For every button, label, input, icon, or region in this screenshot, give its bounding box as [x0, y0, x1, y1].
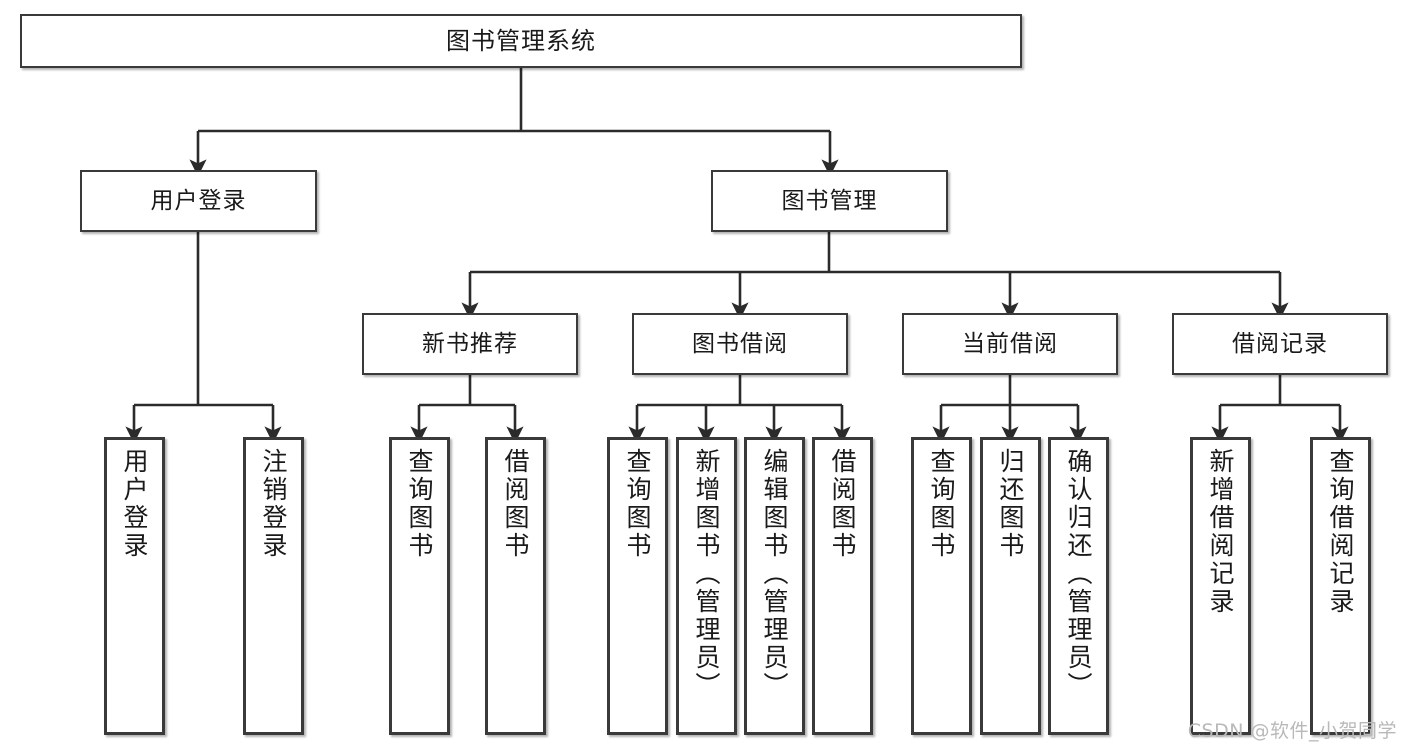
node-leaf-query-book-1-label: 查询图书 — [405, 448, 434, 560]
node-leaf-add-record-label: 新增借阅记录 — [1206, 448, 1235, 616]
node-leaf-user-logout-label: 注销登录 — [259, 448, 288, 560]
node-leaf-user-login[interactable]: 用户登录 — [104, 437, 165, 735]
node-new-book-recommend[interactable]: 新书推荐 — [362, 313, 578, 375]
node-book-manage-label: 图书管理 — [781, 187, 878, 214]
node-leaf-query-book-3[interactable]: 查询图书 — [911, 437, 972, 735]
node-book-borrow-label: 图书借阅 — [692, 330, 788, 357]
node-leaf-query-record-label: 查询借阅记录 — [1326, 448, 1355, 616]
node-leaf-query-record[interactable]: 查询借阅记录 — [1310, 437, 1371, 735]
node-current-borrow[interactable]: 当前借阅 — [902, 313, 1118, 375]
node-leaf-confirm-return[interactable]: 确认归还（管理员） — [1048, 437, 1109, 735]
node-leaf-borrow-book-2[interactable]: 借阅图书 — [812, 437, 873, 735]
node-root[interactable]: 图书管理系统 — [20, 14, 1022, 68]
node-leaf-user-login-label: 用户登录 — [120, 448, 149, 560]
node-current-borrow-label: 当前借阅 — [962, 330, 1058, 357]
csdn-watermark: CSDN @软件_小贺同学 — [1187, 720, 1397, 742]
node-leaf-edit-book[interactable]: 编辑图书（管理员） — [744, 437, 805, 735]
node-user-login[interactable]: 用户登录 — [80, 170, 317, 232]
node-leaf-borrow-book-1-label: 借阅图书 — [501, 448, 530, 560]
node-leaf-add-book[interactable]: 新增图书（管理员） — [676, 437, 737, 735]
node-root-label: 图书管理系统 — [446, 27, 596, 55]
node-leaf-edit-book-label: 编辑图书（管理员） — [760, 448, 789, 700]
node-leaf-return-book[interactable]: 归还图书 — [980, 437, 1041, 735]
node-borrow-record-label: 借阅记录 — [1232, 330, 1328, 357]
node-leaf-return-book-label: 归还图书 — [996, 448, 1025, 560]
node-borrow-record[interactable]: 借阅记录 — [1172, 313, 1388, 375]
node-leaf-query-book-2[interactable]: 查询图书 — [607, 437, 668, 735]
node-leaf-query-book-1[interactable]: 查询图书 — [389, 437, 450, 735]
node-leaf-add-record[interactable]: 新增借阅记录 — [1190, 437, 1251, 735]
node-book-borrow[interactable]: 图书借阅 — [632, 313, 848, 375]
node-leaf-query-book-3-label: 查询图书 — [927, 448, 956, 560]
node-leaf-user-logout[interactable]: 注销登录 — [243, 437, 304, 735]
node-leaf-borrow-book-2-label: 借阅图书 — [828, 448, 857, 560]
node-leaf-confirm-return-label: 确认归还（管理员） — [1064, 448, 1093, 700]
node-leaf-add-book-label: 新增图书（管理员） — [692, 448, 721, 700]
node-user-login-label: 用户登录 — [150, 187, 247, 214]
node-leaf-query-book-2-label: 查询图书 — [623, 448, 652, 560]
node-new-book-recommend-label: 新书推荐 — [422, 330, 518, 357]
node-leaf-borrow-book-1[interactable]: 借阅图书 — [485, 437, 546, 735]
node-book-manage[interactable]: 图书管理 — [711, 170, 948, 232]
